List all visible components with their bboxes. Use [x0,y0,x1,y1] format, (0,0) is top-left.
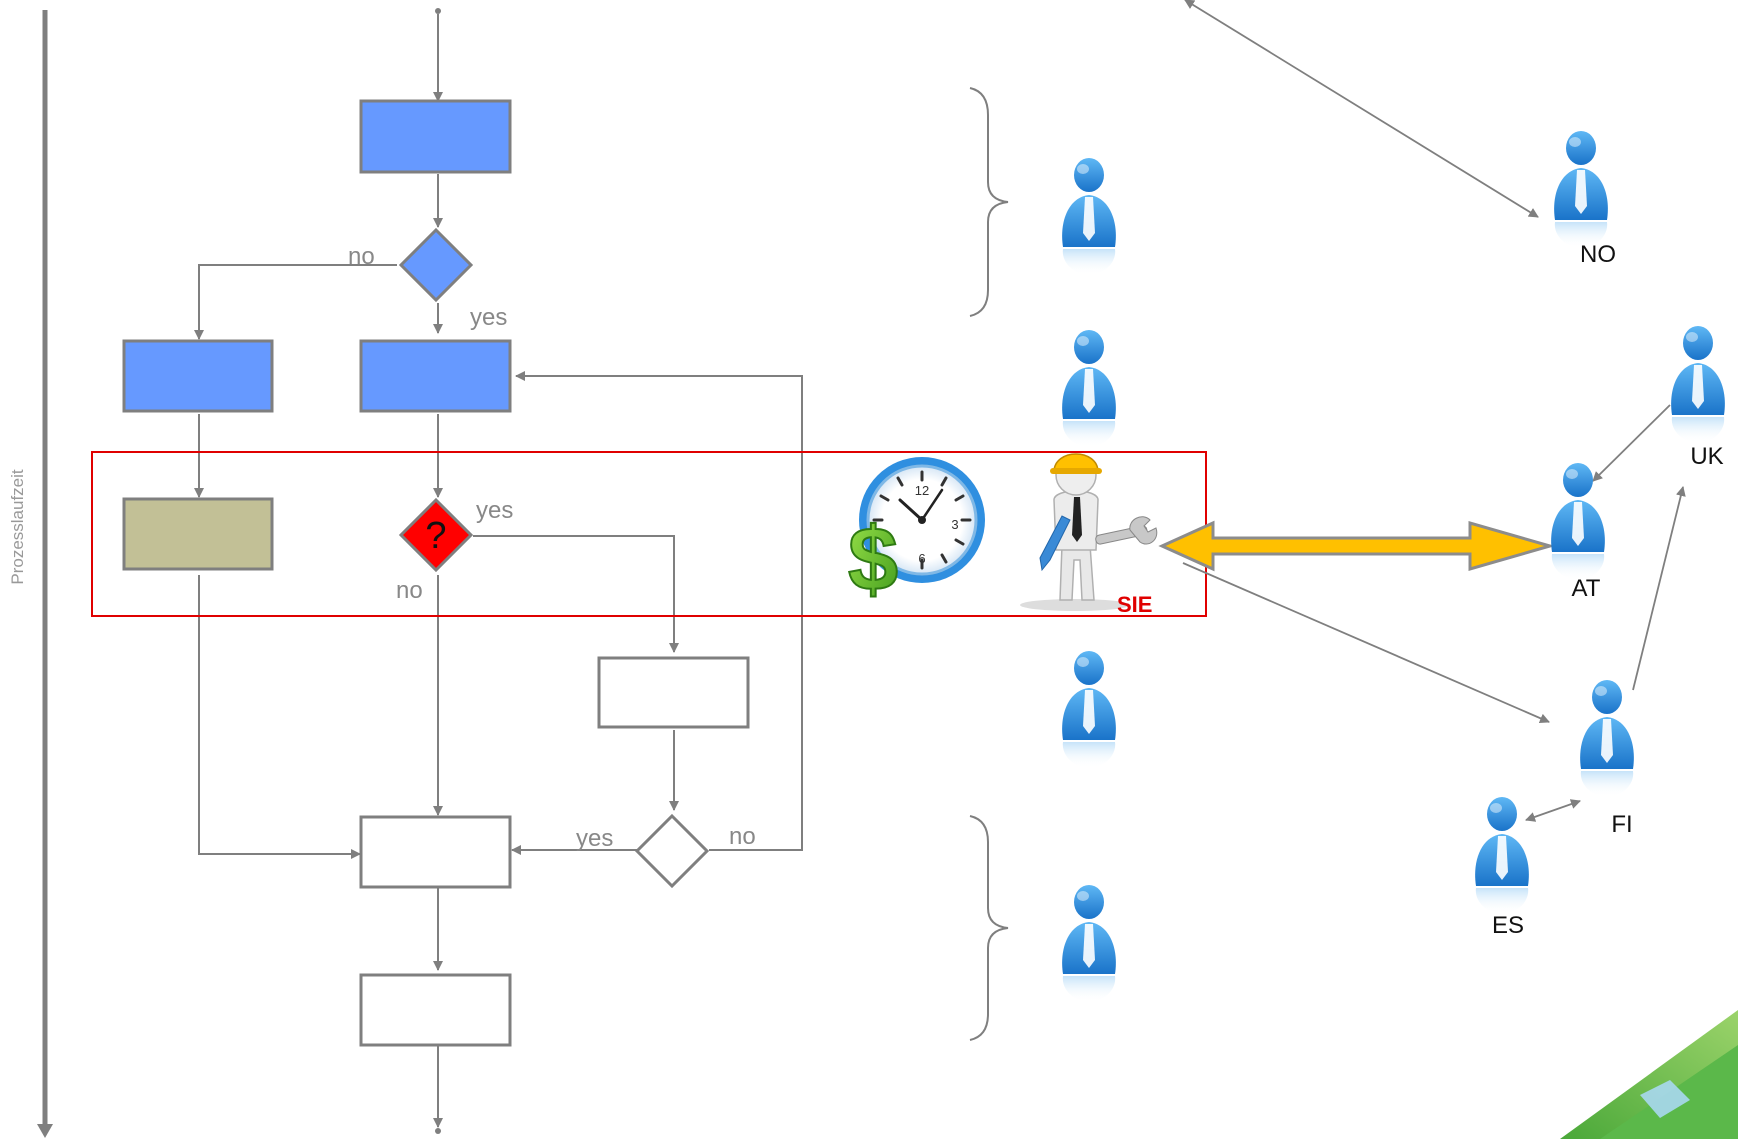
label-no-1: no [348,243,375,270]
brace-bottom [969,815,1009,1041]
person-icon-no [1554,131,1608,248]
svg-text:$: $ [848,510,898,610]
person-icon-fi [1580,680,1634,797]
process-box-5 [597,656,750,729]
label-no-2: no [396,577,423,604]
time-axis-arrowhead [37,1124,53,1138]
svg-text:3: 3 [951,517,958,532]
country-label-fi: FI [1611,811,1632,838]
worker-wrench-icon [1020,453,1158,611]
label-yes-2: yes [476,497,513,524]
decision-1 [398,227,474,303]
person-icon [1062,158,1116,275]
country-label-at: AT [1572,575,1601,602]
decision-2 [398,497,474,573]
process-box-2 [122,339,274,413]
person-icon [1062,885,1116,1002]
country-label-es: ES [1492,912,1524,939]
person-icon [1062,330,1116,447]
decision-3 [634,813,710,889]
label-yes-3: yes [576,825,613,852]
network-connectors [1182,0,1686,822]
brace-top [969,87,1009,317]
person-icon [1062,651,1116,768]
svg-text:6: 6 [918,551,925,566]
country-label-uk: UK [1690,443,1723,470]
person-icon-at [1551,463,1605,580]
time-axis-label: Prozesslaufzeit [8,469,27,585]
double-arrow [1158,520,1556,572]
label-yes-1: yes [470,304,507,331]
question-mark: ? [425,515,446,557]
process-box-6 [359,815,512,889]
person-icon-uk [1671,326,1725,443]
label-no-3: no [729,823,756,850]
process-box-3 [359,339,512,413]
flow-connectors [194,8,803,1134]
svg-text:12: 12 [915,483,929,498]
process-box-1 [359,99,512,174]
person-icon-es [1475,797,1529,914]
clock-dollar-icon: 12 3 6 $ [847,457,985,611]
corner-logo [1560,1010,1738,1139]
worker-tag: SIE [1117,592,1152,617]
country-label-no: NO [1580,241,1616,268]
process-box-7 [359,973,512,1047]
process-box-4 [122,497,274,571]
